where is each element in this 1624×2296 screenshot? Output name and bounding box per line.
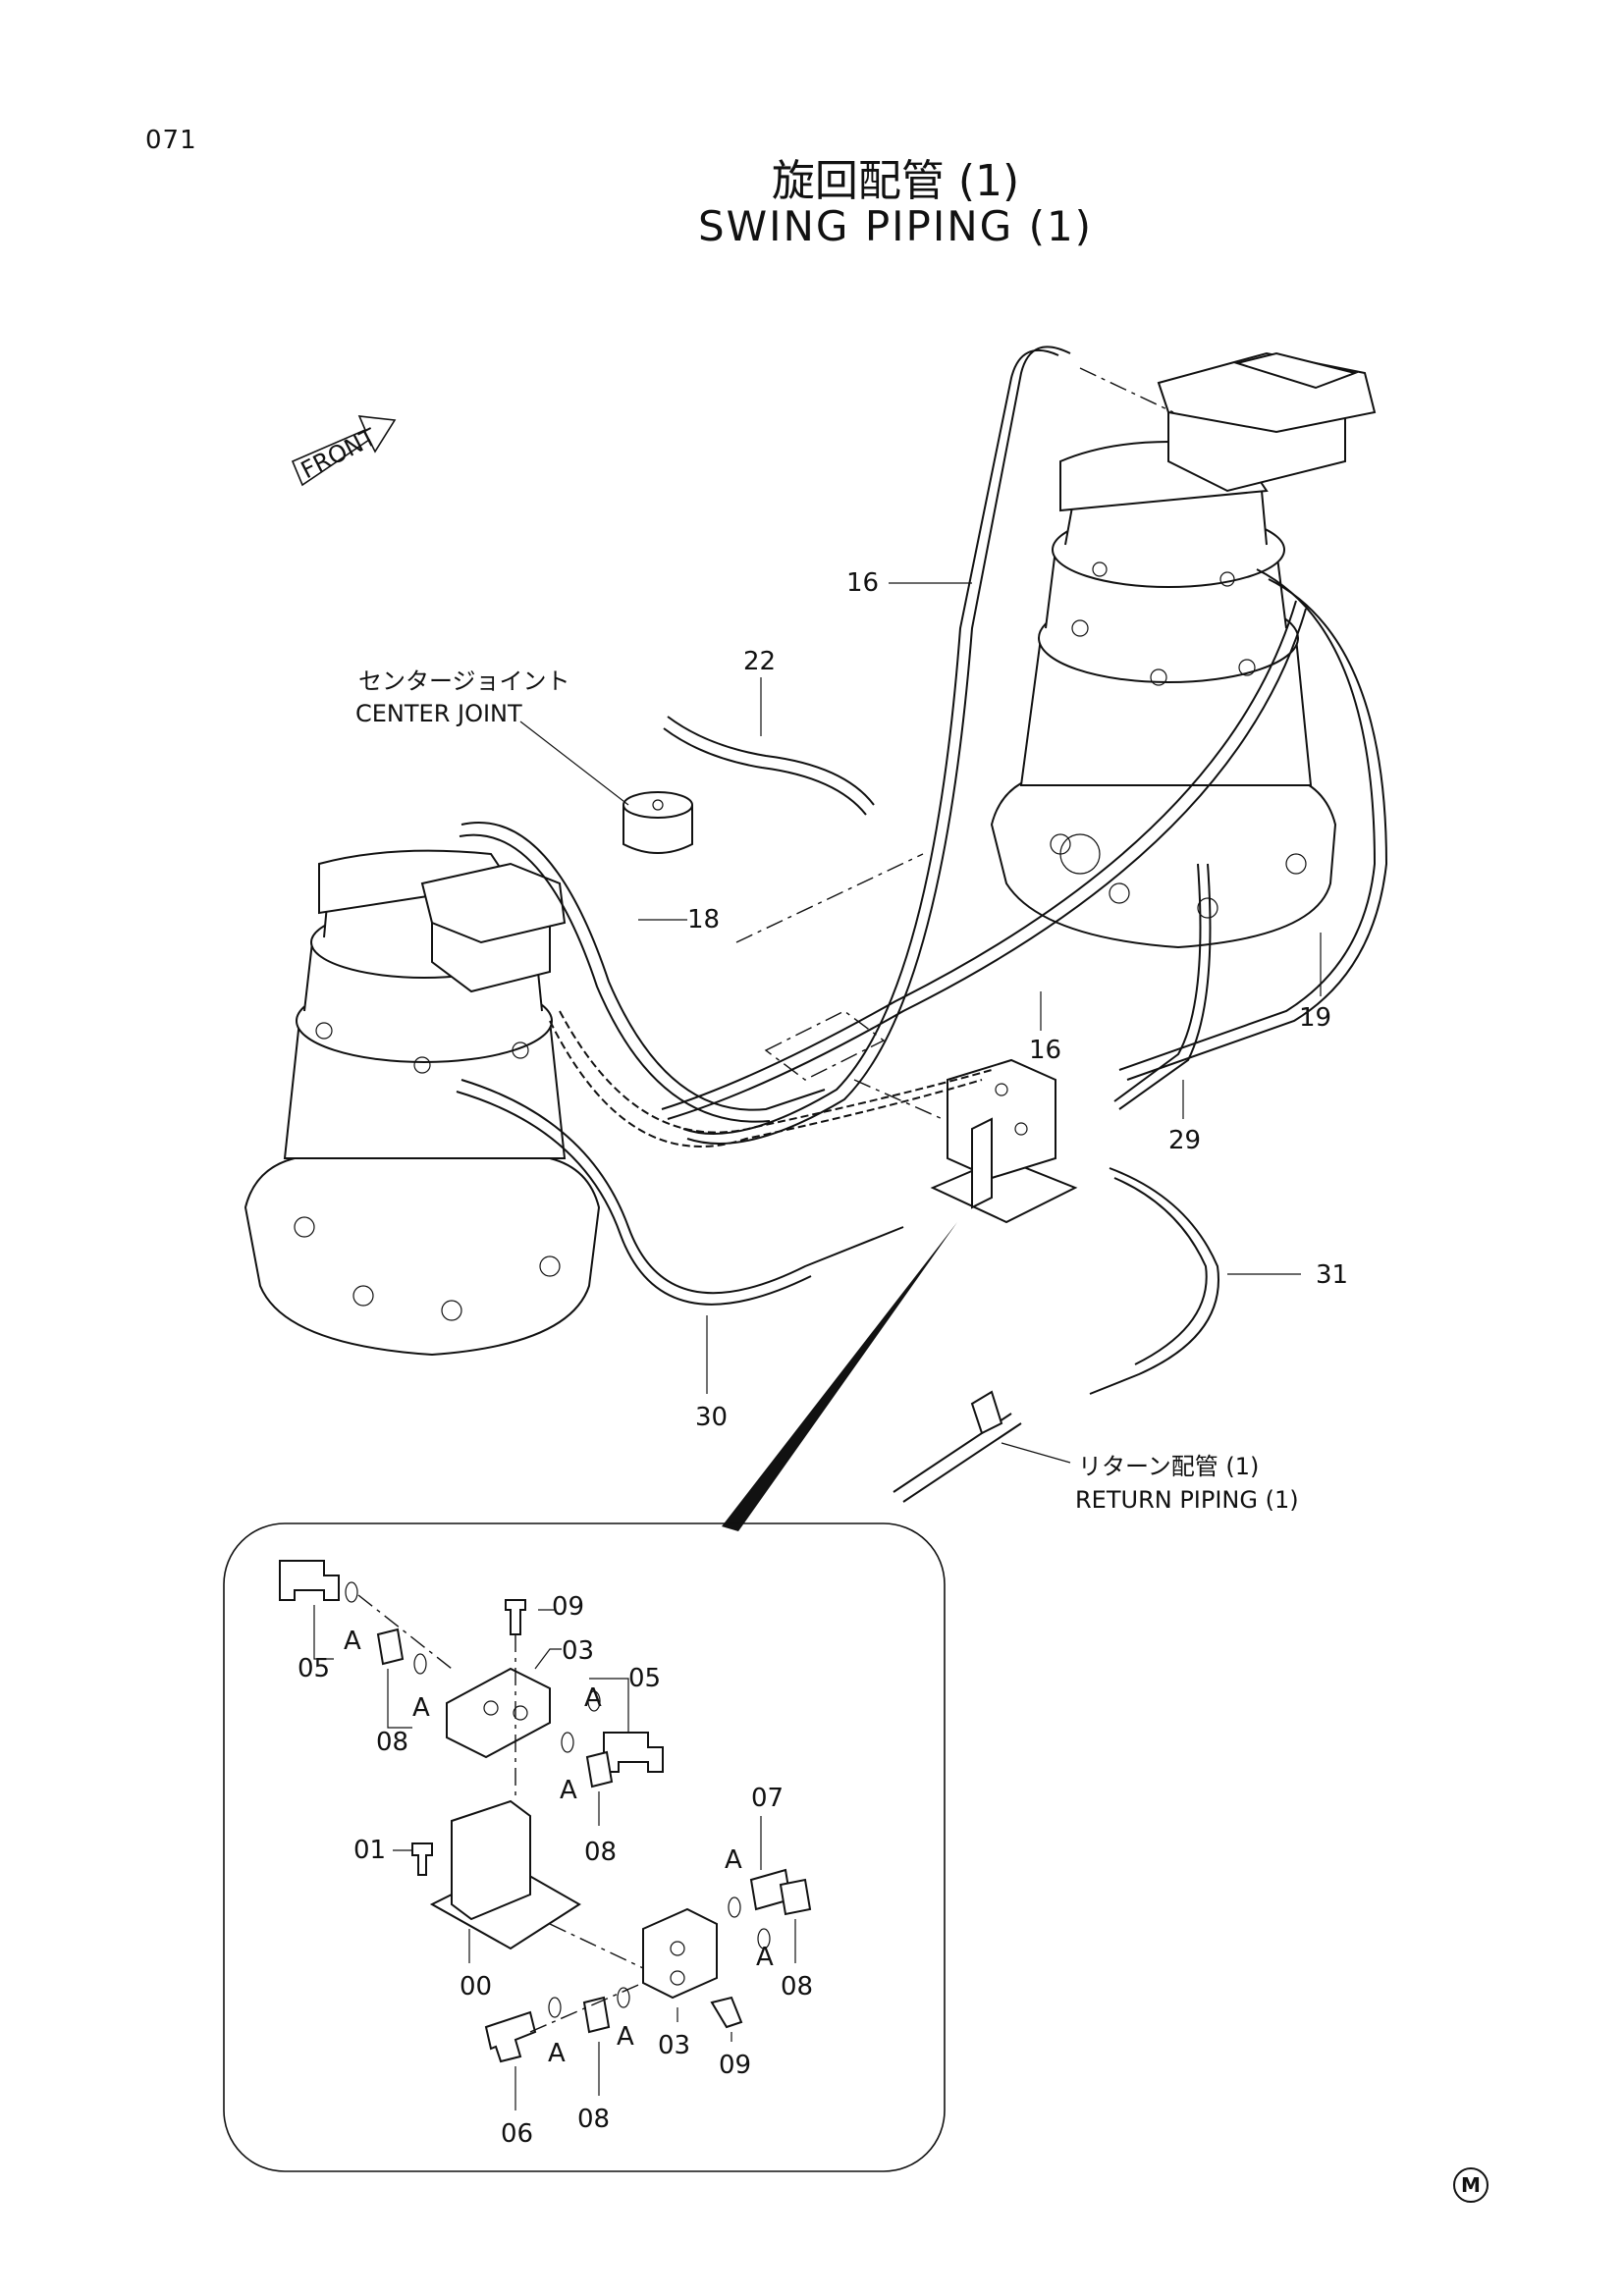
front-arrow-icon: FRONT	[291, 415, 397, 487]
front-label: FRONT	[297, 423, 381, 484]
callout-30: 30	[695, 1403, 728, 1432]
valve-block	[930, 1058, 1078, 1224]
detail-callout-03-lower: 03	[658, 2031, 690, 2060]
a-mark: A	[412, 1693, 430, 1723]
connection-lines	[735, 367, 1174, 1120]
hoses	[456, 346, 1388, 1503]
page-title-english: SWING PIPING (1)	[697, 202, 1094, 250]
callout-19: 19	[1299, 1003, 1331, 1033]
right-swing-motor	[990, 351, 1377, 949]
detail-box	[223, 1522, 946, 2172]
corner-mark: M	[1453, 2167, 1489, 2203]
page-title-japanese: 旋回配管 (1)	[771, 156, 1020, 206]
detail-callout-03-upper: 03	[562, 1636, 594, 1666]
return-piping-label-jp: リターン配管 (1)	[1078, 1453, 1259, 1480]
detail-callout-01: 01	[353, 1836, 386, 1865]
detail-callout-08-right: 08	[584, 1838, 617, 1867]
detail-pointer	[722, 1222, 957, 1531]
callout-18: 18	[687, 905, 720, 934]
a-mark: A	[344, 1627, 361, 1656]
callout-16-upper: 16	[846, 568, 879, 598]
return-piping-label-en: RETURN PIPING (1)	[1075, 1486, 1299, 1514]
detail-callout-08-lower-right: 08	[781, 1972, 813, 2002]
detail-callout-09-upper: 09	[552, 1592, 584, 1622]
a-mark: A	[725, 1845, 742, 1875]
a-mark: A	[560, 1776, 577, 1805]
detail-callout-07: 07	[751, 1784, 784, 1813]
detail-callout-05-right: 05	[628, 1664, 661, 1693]
a-mark: A	[756, 1943, 774, 1972]
left-swing-motor	[244, 849, 601, 1357]
callout-22: 22	[743, 647, 776, 676]
detail-callout-08-lower: 08	[577, 2105, 610, 2134]
center-joint-label-en: CENTER JOINT	[355, 700, 522, 727]
detail-callout-06: 06	[501, 2119, 533, 2149]
detail-callout-05-left: 05	[298, 1654, 330, 1683]
detail-callout-00: 00	[460, 1972, 492, 2002]
detail-callout-08-left: 08	[376, 1728, 408, 1757]
callout-31: 31	[1316, 1260, 1348, 1290]
a-mark: A	[548, 2039, 566, 2068]
page-number: 071	[145, 126, 197, 155]
callout-16-lower: 16	[1029, 1036, 1061, 1065]
a-mark: A	[617, 2022, 634, 2052]
detail-callout-09-lower: 09	[719, 2051, 751, 2080]
center-joint	[623, 791, 693, 854]
center-joint-label-jp: センタージョイント	[358, 667, 570, 695]
leader-lines	[519, 582, 1322, 1464]
a-mark: A	[584, 1683, 602, 1713]
callout-29: 29	[1168, 1126, 1201, 1155]
